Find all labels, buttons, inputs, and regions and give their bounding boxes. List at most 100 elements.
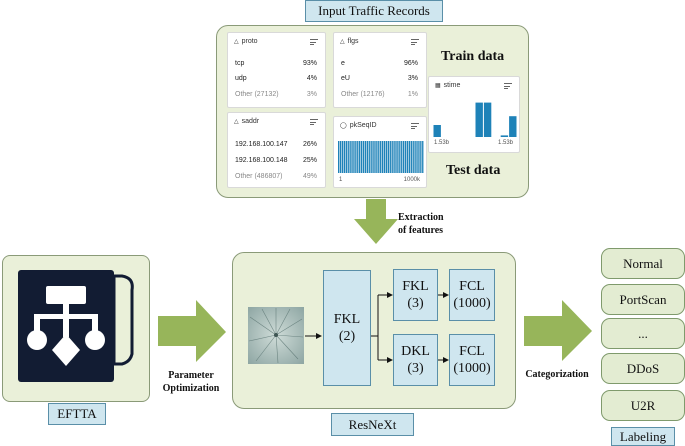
card-title: pkSeqID	[349, 122, 377, 129]
histogram-bar	[374, 141, 376, 173]
histogram-bar	[389, 141, 391, 173]
histogram-bar	[401, 141, 403, 173]
category-portscan: PortScan	[601, 284, 685, 315]
histogram-bar	[366, 141, 369, 173]
test-data-label: Test data	[446, 163, 501, 178]
histogram-bar	[397, 141, 399, 173]
fkl-2-block: FKL(2)	[323, 270, 371, 386]
resnext-label: ResNeXt	[331, 413, 414, 436]
right-arrow-parameter	[158, 300, 226, 362]
list-item: Other (12176)1%	[341, 91, 418, 98]
histogram-bar	[416, 141, 418, 173]
menu-icon[interactable]	[411, 123, 419, 129]
histogram-bar	[353, 141, 355, 173]
histogram-bar	[351, 141, 353, 173]
histogram-bar	[357, 141, 359, 173]
fcl-bottom-block: FCL(1000)	[449, 334, 495, 386]
category-ddos: DDoS	[601, 353, 685, 384]
histogram-bar	[368, 141, 370, 173]
axis-max-label: 1000k	[403, 177, 420, 183]
histogram-bar	[404, 141, 407, 173]
numeric-icon: ◯	[340, 123, 347, 129]
histogram-bar	[420, 141, 422, 173]
histogram-bar	[412, 141, 414, 173]
histogram-bar	[341, 141, 344, 173]
menu-icon[interactable]	[504, 83, 512, 89]
histogram-bar	[383, 141, 386, 173]
histogram-bar	[349, 141, 351, 173]
traffic-image-thumbnail	[248, 307, 304, 364]
axis-max-label: 1.53b	[497, 140, 513, 146]
histogram-bar	[500, 135, 509, 137]
histogram-bar	[399, 141, 401, 173]
histogram-bar	[393, 141, 395, 173]
flowchart-icon	[18, 270, 134, 382]
menu-icon[interactable]	[310, 119, 318, 125]
histogram-bar	[359, 141, 361, 173]
histogram-bar	[376, 141, 378, 173]
card-stime: ▦stime 1.53b 1.53b	[428, 76, 520, 153]
histogram-bar	[414, 141, 416, 173]
card-title: flgs	[347, 38, 359, 45]
category-u2r: U2R	[601, 390, 685, 421]
histogram-bar	[418, 141, 420, 173]
histogram-bar	[343, 141, 346, 173]
histogram-bar	[433, 125, 441, 137]
axis-min-label: 1.53b	[434, 140, 450, 146]
pkseqid-histogram	[338, 141, 424, 173]
fcl-top-block: FCL(1000)	[449, 269, 495, 321]
attribute-icon: △	[234, 119, 239, 125]
category-ellipsis: ...	[601, 318, 685, 349]
histogram-bar	[410, 141, 412, 173]
histogram-bar	[483, 102, 492, 137]
histogram-bar	[364, 141, 367, 173]
categorization-label: Categorization	[525, 369, 589, 380]
histogram-bar	[372, 141, 374, 173]
train-data-label: Train data	[441, 49, 505, 64]
histogram-bar	[422, 141, 424, 173]
histogram-bar	[395, 141, 397, 173]
labeling-label: Labeling	[611, 427, 675, 446]
date-icon: ▦	[435, 83, 441, 89]
right-arrow-categorization	[524, 300, 592, 361]
card-title: stime	[443, 82, 461, 89]
menu-icon[interactable]	[411, 39, 419, 45]
card-pkseqid: ◯pkSeqID 1 1000k	[333, 116, 427, 188]
histogram-bar	[362, 141, 365, 173]
input-traffic-records-label: Input Traffic Records	[305, 0, 443, 22]
eftta-label: EFTTA	[48, 403, 106, 425]
histogram-bar	[339, 141, 342, 173]
histogram-bar	[509, 116, 517, 137]
histogram-bar	[381, 141, 384, 173]
category-normal: Normal	[601, 248, 685, 279]
histogram-bar	[475, 102, 483, 137]
attribute-icon: △	[234, 39, 239, 45]
histogram-bar	[406, 141, 409, 173]
histogram-bar	[347, 141, 349, 173]
axis-min-label: 1	[339, 177, 343, 183]
histogram-bar	[360, 141, 363, 173]
histogram-bar	[355, 141, 357, 173]
histogram-bar	[380, 141, 382, 173]
card-title: proto	[241, 38, 258, 45]
block-connectors	[305, 292, 449, 363]
histogram-bar	[408, 141, 411, 173]
menu-icon[interactable]	[310, 39, 318, 45]
histogram-bar	[338, 141, 340, 173]
histogram-bar	[378, 141, 380, 173]
histogram-bar	[387, 141, 390, 173]
list-item: Other (486807)49%	[235, 173, 317, 180]
histogram-bar	[345, 141, 347, 173]
histogram-bar	[402, 141, 405, 173]
